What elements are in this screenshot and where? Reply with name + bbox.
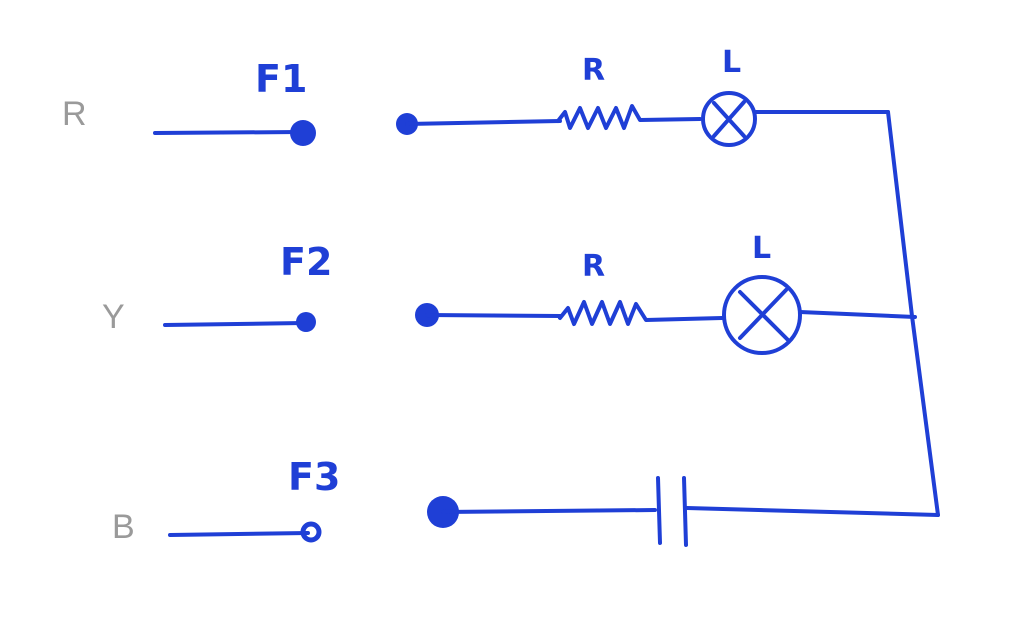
branch-1-wire	[405, 119, 562, 126]
resistor-label-2: R	[582, 249, 605, 284]
lamp-x-icon	[722, 275, 802, 355]
branch-3-wire-out	[685, 506, 940, 517]
capacitor-icon	[656, 476, 688, 547]
phase-label-y: Y	[102, 298, 125, 336]
fuse-label-f1: F1	[255, 57, 307, 101]
branch-2-wire-out	[798, 310, 917, 319]
terminal-dot-icon	[300, 521, 322, 543]
common-return-wire	[886, 110, 940, 517]
phase-label-r: R	[62, 95, 87, 133]
resistor-zigzag-icon	[558, 300, 724, 326]
branch-2-wire	[425, 313, 562, 318]
line-r-wire	[153, 130, 302, 135]
terminal-dot-icon	[290, 120, 316, 146]
line-y-wire	[163, 321, 305, 327]
resistor-zigzag-icon	[556, 104, 702, 130]
phase-label-b: B	[112, 508, 135, 546]
lamp-x-icon	[701, 91, 757, 147]
fuse-label-f2: F2	[280, 240, 332, 284]
resistor-label-1: R	[582, 53, 605, 88]
fuse-label-f3: F3	[288, 455, 340, 499]
lamp-label-2: L	[752, 231, 771, 266]
lamp-cross-1	[712, 100, 746, 138]
branch-3-wire	[441, 508, 657, 514]
line-b-wire	[168, 531, 310, 537]
lamp-cross-2	[738, 288, 790, 342]
terminal-dot-icon	[296, 312, 316, 332]
lamp-label-1: L	[722, 45, 741, 80]
